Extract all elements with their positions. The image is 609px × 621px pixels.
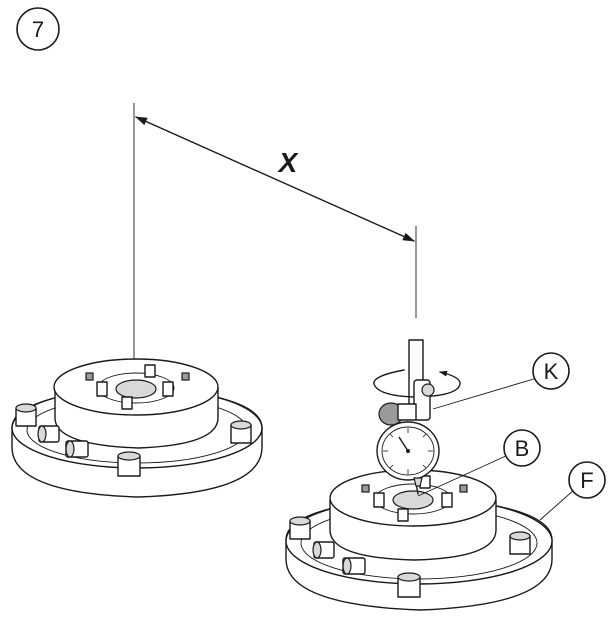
- dimension-label: X: [277, 147, 300, 178]
- flange-bolt: [117, 451, 141, 477]
- callout-b-label: B: [515, 436, 530, 461]
- callout-k-label: K: [544, 359, 559, 384]
- dimension-arrow: [135, 116, 415, 242]
- dimension-x: X: [133, 103, 417, 395]
- flange-bolt: [397, 572, 421, 598]
- air-fitting: [37, 425, 60, 443]
- callout-k: K: [432, 352, 570, 410]
- step-number: 7: [32, 17, 44, 42]
- callout-f-label: F: [580, 468, 593, 493]
- flange-bolt: [509, 531, 531, 555]
- air-fitting: [312, 541, 335, 559]
- reference-fixture: [11, 358, 263, 498]
- flange-bolt: [230, 420, 252, 444]
- air-fitting: [65, 440, 89, 458]
- flange-bolt: [15, 403, 37, 427]
- callout-f: F: [539, 461, 606, 521]
- dial-indicator: [373, 339, 461, 495]
- air-fitting: [342, 557, 366, 575]
- callout-b: B: [417, 429, 541, 497]
- flange-bolt: [289, 516, 311, 540]
- step-number-badge: 7: [16, 7, 60, 51]
- target-fixture: [285, 469, 553, 611]
